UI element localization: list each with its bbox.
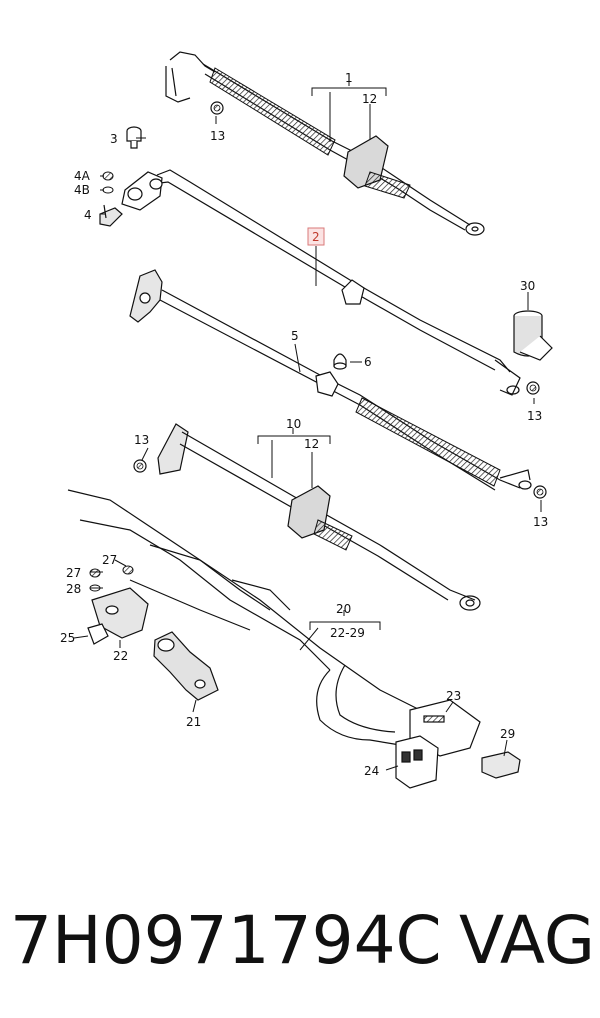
sleeve-1-end bbox=[364, 171, 411, 199]
callout-leaders bbox=[73, 80, 542, 771]
callout-13-right: 13 bbox=[533, 515, 548, 529]
connector-24 bbox=[395, 735, 439, 789]
nut-13-left bbox=[133, 459, 147, 473]
callout-12-top: 12 bbox=[362, 92, 377, 106]
callout-5: 5 bbox=[291, 329, 299, 343]
parts-diagram: 1 12 13 3 4A 4B 4 2 30 5 6 13 10 12 13 1… bbox=[60, 51, 553, 789]
callout-4a: 4A bbox=[74, 169, 91, 183]
callout-23: 23 bbox=[446, 689, 461, 703]
callout-4b: 4B bbox=[74, 183, 90, 197]
callout-29: 29 bbox=[500, 727, 515, 741]
callout-25: 25 bbox=[60, 631, 75, 645]
wiring-harness-20 bbox=[67, 489, 471, 746]
cable-clip-5 bbox=[315, 371, 339, 397]
callout-13-left: 13 bbox=[134, 433, 149, 447]
nut-13-mid bbox=[526, 381, 540, 395]
callout-30: 30 bbox=[520, 279, 535, 293]
cable-clip-2 bbox=[341, 279, 365, 305]
sleeve-10 bbox=[313, 519, 353, 551]
callout-12-mid: 12 bbox=[304, 437, 319, 451]
battery-terminal-21 bbox=[153, 631, 219, 701]
callout-24: 24 bbox=[364, 764, 379, 778]
washer-4a bbox=[102, 171, 114, 181]
callout-20: 20 bbox=[336, 602, 351, 616]
callout-13-mid: 13 bbox=[527, 409, 542, 423]
callout-10: 10 bbox=[286, 417, 301, 431]
corrugated-sleeve-1 bbox=[209, 67, 336, 156]
nut-27-left bbox=[89, 568, 101, 578]
callout-2: 2 bbox=[312, 230, 320, 244]
fuse-holder-30 bbox=[513, 310, 553, 361]
highlight-box-2 bbox=[307, 227, 325, 246]
fuse-29 bbox=[481, 751, 521, 779]
nut-27-right bbox=[122, 565, 134, 575]
callout-6: 6 bbox=[364, 355, 372, 369]
callout-27-right: 27 bbox=[102, 553, 117, 567]
callout-13-top: 13 bbox=[210, 129, 225, 143]
corrugated-sleeve-5 bbox=[355, 397, 501, 487]
nut-6 bbox=[333, 353, 347, 370]
part-caption: 7H0971794C VAG bbox=[10, 890, 595, 990]
washer-4b bbox=[102, 186, 114, 194]
brand-name: VAG bbox=[458, 901, 595, 979]
callout-22-29: 22-29 bbox=[330, 626, 365, 640]
callout-labels: 1 12 13 3 4A 4B 4 2 30 5 6 13 10 12 13 1… bbox=[60, 71, 548, 778]
callout-4: 4 bbox=[84, 208, 92, 222]
callout-28: 28 bbox=[66, 582, 81, 596]
part-number: 7H0971794C bbox=[10, 901, 442, 979]
nut-13-top bbox=[210, 101, 224, 115]
callout-3: 3 bbox=[110, 132, 118, 146]
callout-27-left: 27 bbox=[66, 566, 81, 580]
callout-1: 1 bbox=[345, 71, 353, 85]
nut-13-right bbox=[533, 485, 547, 499]
callout-21: 21 bbox=[186, 715, 201, 729]
bolt-3 bbox=[126, 126, 142, 149]
bracket-22 bbox=[87, 587, 149, 645]
battery-clamp-4 bbox=[99, 171, 163, 227]
callout-22: 22 bbox=[113, 649, 128, 663]
